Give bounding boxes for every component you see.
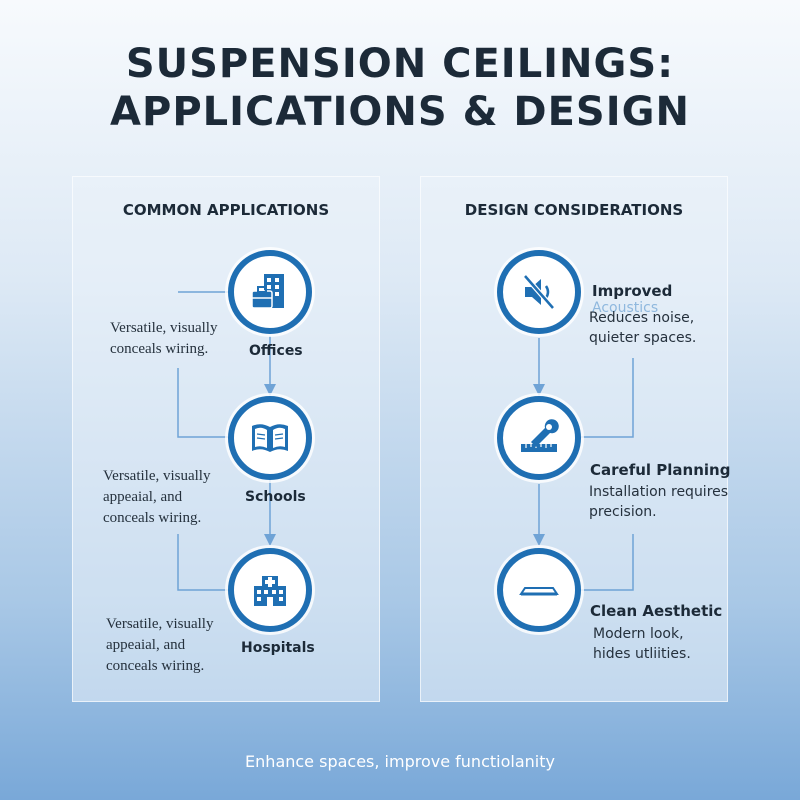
application-description-hospitals: Versatile, visually appeaial, and concea…: [106, 616, 214, 674]
design-description-planning: Installation requires precision.: [589, 484, 729, 520]
design-title-acoustics: Improved: [592, 282, 673, 300]
page-title: SUSPENSION CEILINGS: APPLICATIONS & DESI…: [0, 40, 800, 136]
design-subtitle-acoustics: Acoustics: [592, 300, 659, 316]
page-title-line2: APPLICATIONS & DESIGN: [110, 89, 690, 135]
design-title-planning: Careful Planning: [590, 461, 731, 479]
wrench-ruler-icon: [497, 396, 581, 480]
design-heading: DESIGN CONSIDERATIONS: [464, 201, 684, 219]
application-description-schools: Versatile, visually appeaial, and concea…: [103, 468, 211, 526]
muted-speaker-icon: [497, 250, 581, 334]
design-description-acoustics: Reduces noise, quieter spaces.: [589, 310, 697, 346]
design-panel: DESIGN CONSIDERATIONS: [420, 176, 728, 702]
application-label-hospitals: Hospitals: [241, 640, 315, 656]
design-description-aesthetic: Modern look, hides utliities.: [593, 626, 691, 662]
application-label-schools: Schools: [245, 489, 306, 505]
applications-heading: COMMON APPLICATIONS: [122, 201, 330, 219]
applications-panel: COMMON APPLICATIONS: [72, 176, 380, 702]
footer-tagline: Enhance spaces, improve functiolanity: [245, 752, 555, 771]
application-label-offices: Offices: [249, 343, 303, 359]
application-description-offices: Versatile, visually conceals wiring.: [110, 320, 218, 357]
office-building-icon: [228, 250, 312, 334]
design-title-aesthetic: Clean Aesthetic: [590, 602, 723, 620]
book-icon: [228, 396, 312, 480]
page-title-line1: SUSPENSION CEILINGS:: [125, 41, 675, 87]
hospital-icon: [228, 548, 312, 632]
ceiling-panel-icon: [497, 548, 581, 632]
